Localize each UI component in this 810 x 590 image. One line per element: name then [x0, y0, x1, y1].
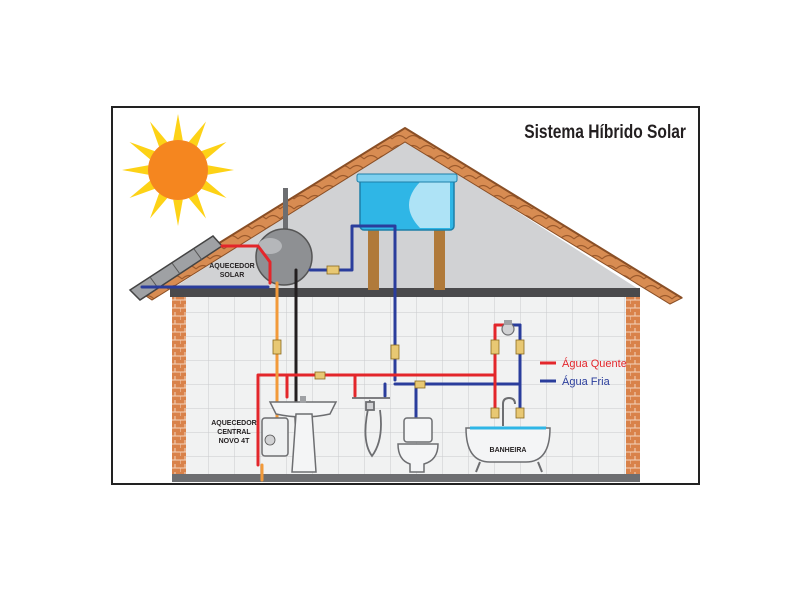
solar-heater-label-2: SOLAR — [220, 272, 245, 279]
sun-icon — [122, 114, 234, 226]
central-heater-label-1: AQUECEDOR — [211, 420, 257, 427]
central-heater-label-2: CENTRAL — [217, 429, 251, 436]
toilet-icon — [397, 417, 439, 473]
bathtub-label: BANHEIRA — [490, 447, 527, 454]
shower-icon — [501, 320, 515, 336]
left-brick-wall — [172, 297, 186, 479]
ceiling-slab — [170, 288, 640, 297]
pipe-fittings — [272, 265, 525, 419]
gas-heater-icon — [261, 417, 289, 457]
sink-icon — [268, 396, 338, 473]
water-tank-icon — [356, 173, 458, 290]
roof — [139, 126, 684, 305]
legend-label-hot: Água Quente — [562, 357, 627, 370]
solar-heater-label-1: AQUECEDOR — [209, 263, 255, 270]
legend-label-cold: Água Fria — [562, 375, 611, 388]
hand-shower-icon — [352, 397, 390, 458]
floor — [172, 474, 640, 482]
bathtub-icon — [465, 396, 551, 473]
central-heater-label-3: NOVO 4T — [219, 438, 250, 445]
legend: Água Quente Água Fria — [540, 357, 627, 388]
diagram-title: Sistema Híbrido Solar — [524, 121, 686, 143]
right-brick-wall — [626, 297, 640, 479]
